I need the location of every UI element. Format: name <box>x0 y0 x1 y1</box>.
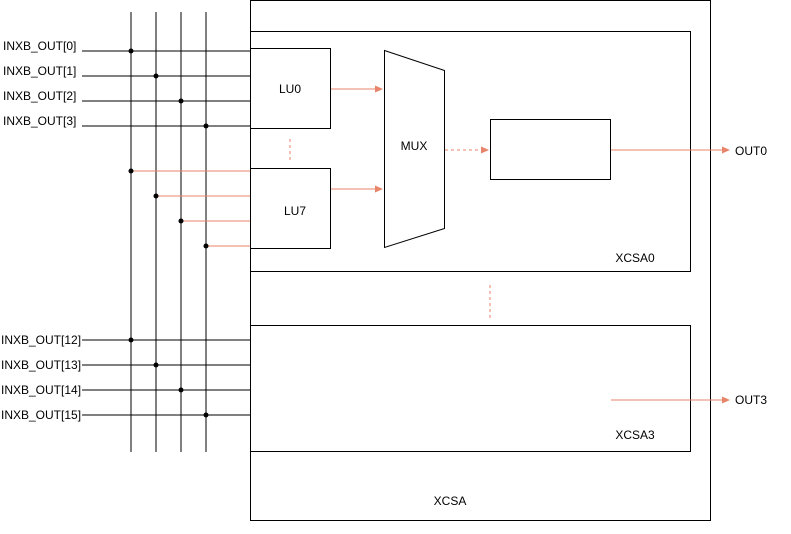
input-wires-bottom <box>82 339 250 416</box>
junction-dot <box>203 412 209 418</box>
input-label: INXB_OUT[15] <box>1 408 81 422</box>
lu7-label: LU7 <box>284 204 306 218</box>
out3-label: OUT3 <box>735 393 767 407</box>
input-label: INXB_OUT[3] <box>3 114 76 128</box>
junction-dot <box>203 123 209 129</box>
junction-dots <box>128 48 209 418</box>
junction-dot <box>153 73 159 79</box>
junction-dot <box>128 168 134 174</box>
junction-dot <box>178 387 184 393</box>
junction-dot <box>128 48 134 54</box>
junction-dot <box>178 98 184 104</box>
lu0-block <box>250 48 331 129</box>
junction-dot <box>203 243 209 249</box>
input-bus <box>130 12 207 452</box>
junction-dot <box>153 362 159 368</box>
mux-label: MUX <box>401 139 428 153</box>
mux-block <box>384 49 445 249</box>
input-label: INXB_OUT[12] <box>1 333 81 347</box>
lu7-taps <box>131 170 250 247</box>
junction-dot <box>153 193 159 199</box>
xcsa0-label: XCSA0 <box>615 251 655 265</box>
input-wires-top <box>82 50 250 127</box>
input-labels: INXB_OUT[0] INXB_OUT[1] INXB_OUT[2] INXB… <box>1 39 81 422</box>
input-label: INXB_OUT[14] <box>1 383 81 397</box>
xcsa3-label: XCSA3 <box>615 428 655 442</box>
input-label: INXB_OUT[1] <box>3 64 76 78</box>
junction-dot <box>178 218 184 224</box>
xcsa3-block <box>250 325 691 452</box>
xcsa-label: XCSA <box>434 494 467 508</box>
input-label: INXB_OUT[2] <box>3 89 76 103</box>
input-label: INXB_OUT[13] <box>1 358 81 372</box>
output-register-block <box>490 119 611 180</box>
input-label: INXB_OUT[0] <box>3 39 76 53</box>
lu7-block <box>250 168 331 249</box>
out0-label: OUT0 <box>735 144 767 158</box>
junction-dot <box>128 337 134 343</box>
lu0-label: LU0 <box>279 82 301 96</box>
